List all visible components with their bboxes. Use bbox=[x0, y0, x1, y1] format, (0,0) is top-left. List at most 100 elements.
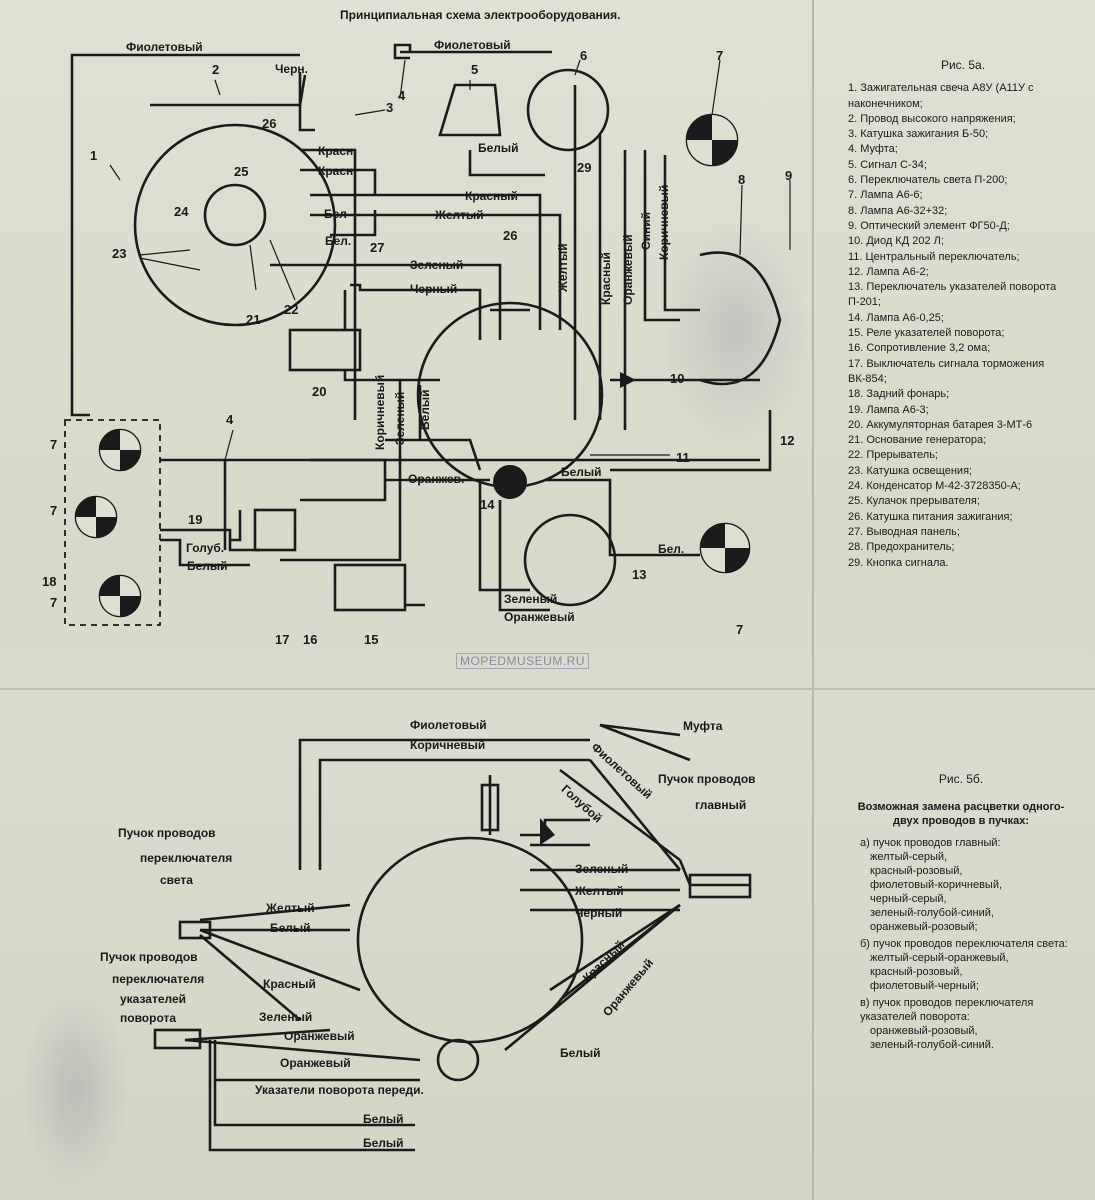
legend-5a-item: 24. Конденсатор М-42-3728350-А; bbox=[848, 480, 1021, 493]
label-yellow-r: Желтый bbox=[575, 884, 624, 898]
label-white-bel: Бел. bbox=[658, 542, 685, 556]
legend-5a-item: 17. Выключатель сигнала торможения ВК-85… bbox=[848, 357, 1045, 385]
legend-5b-pair: оранжевый-розовый; bbox=[870, 921, 978, 933]
legend-5a-item: 13. Переключатель указателей поворота П-… bbox=[848, 281, 1057, 309]
wire-red-full bbox=[310, 193, 542, 330]
num-4: 4 bbox=[398, 88, 406, 103]
legend-5a-list: 1. Зажигательная свеча А8У (А11У с након… bbox=[848, 81, 1078, 571]
legend-5a-item: 2. Провод высокого напряжения; bbox=[848, 112, 1016, 125]
legend-5a-item: 8. Лампа А6-32+32; bbox=[848, 204, 948, 217]
num-14: 14 bbox=[480, 497, 495, 512]
num-21: 21 bbox=[246, 312, 261, 327]
num-4b: 4 bbox=[226, 412, 234, 427]
legend-5a-item: 15. Реле указателей поворота; bbox=[848, 327, 1005, 340]
legend-5a-item: 4. Муфта; bbox=[848, 143, 898, 156]
num-26b: 26 bbox=[503, 228, 518, 243]
label-green-r: Зеленый bbox=[575, 862, 629, 876]
horn bbox=[438, 83, 502, 137]
turn-relay bbox=[333, 563, 407, 612]
label-red-1: Красн bbox=[318, 144, 354, 158]
num-10: 10 bbox=[670, 371, 685, 386]
wire-black bbox=[298, 72, 315, 132]
legend-5a-heading: Рис. 5а. bbox=[940, 58, 986, 72]
label-white-l2: Белый bbox=[363, 1112, 404, 1126]
label-turn-bundle-1: Пучок проводов bbox=[100, 950, 198, 964]
num-9: 9 bbox=[785, 168, 793, 183]
num-22: 22 bbox=[284, 302, 299, 317]
num-29: 29 bbox=[577, 160, 592, 175]
wire-violet-left bbox=[70, 53, 300, 417]
label-blue-v: Синий bbox=[639, 211, 653, 250]
legend-5a-item: 11. Центральный переключатель; bbox=[848, 250, 1020, 263]
label-white-r: Белый bbox=[560, 1046, 601, 1060]
num-12: 12 bbox=[780, 433, 795, 448]
label-turn-bundle-4: поворота bbox=[120, 1011, 177, 1025]
label-mufta: Муфта bbox=[683, 719, 723, 733]
num-26a: 26 bbox=[262, 116, 277, 131]
legend-5b-subtitle: Возможная замена расцветки одного-двух п… bbox=[857, 801, 1065, 827]
legend-5b-pair: оранжевый-розовый, bbox=[870, 1025, 978, 1037]
legend-5a-item: 3. Катушка зажигания Б-50; bbox=[848, 128, 989, 141]
legend-5b-group-a: желтый-серый,красный-розовый,фиолетовый-… bbox=[846, 850, 1076, 934]
legend-5b-pair: зеленый-голубой-синий, bbox=[870, 907, 994, 919]
legend-5b-group-a-title: а) пучок проводов главный: bbox=[860, 837, 1001, 849]
generator-base bbox=[133, 123, 337, 327]
num-11: 11 bbox=[676, 450, 690, 465]
label-red-full: Красный bbox=[465, 189, 518, 203]
label-orange-v: Оранжевый bbox=[621, 234, 635, 305]
legend-5a-item: 23. Катушка освещения; bbox=[848, 464, 973, 477]
label-orange-l2: Оранжевый bbox=[280, 1056, 351, 1070]
num-7: 7 bbox=[716, 48, 724, 63]
legend-5b-group-c: оранжевый-розовый,зеленый-голубой-синий. bbox=[846, 1024, 1076, 1052]
label-green-bottom: Зеленый bbox=[504, 592, 558, 606]
label-violet-b: Фиолетовый bbox=[410, 718, 487, 732]
legend-5b-pair: желтый-серый-оранжевый, bbox=[870, 952, 1009, 964]
legend-5a-item: 12. Лампа А6-2; bbox=[848, 265, 929, 278]
num-18: 18 bbox=[42, 574, 57, 589]
legend-5a-item: 6. Переключатель света П-200; bbox=[848, 174, 1008, 187]
legend-5b-pair: красный-розовый, bbox=[870, 966, 963, 978]
label-yellow-l: Желтый bbox=[266, 901, 315, 915]
num-6: 6 bbox=[580, 48, 588, 63]
label-white-short: Бел bbox=[324, 207, 347, 221]
diagram-title: Принципиальная схема электрооборудования… bbox=[340, 8, 621, 22]
legend-5a-item: 5. Сигнал С-34; bbox=[848, 158, 927, 171]
legend-5a-item: 20. Аккумуляторная батарея 3-МТ-6 bbox=[848, 418, 1033, 431]
legend-5a-item: 16. Сопротивление 3,2 ома; bbox=[848, 342, 991, 355]
legend-5a-item: 21. Основание генератора; bbox=[848, 434, 987, 447]
wire-hv bbox=[150, 74, 307, 107]
num-2: 2 bbox=[212, 62, 220, 77]
label-violet-top: Фиолетовый bbox=[434, 38, 511, 52]
paper-fold-horizontal bbox=[0, 688, 1095, 690]
num-3: 3 bbox=[386, 100, 394, 115]
legend-5a-item: 26. Катушка питания зажигания; bbox=[848, 510, 1013, 523]
legend-5a-item: 1. Зажигательная свеча А8У (А11У с након… bbox=[848, 82, 1034, 110]
num-27: 27 bbox=[370, 240, 385, 255]
num-8: 8 bbox=[738, 172, 746, 187]
stain bbox=[20, 990, 130, 1190]
label-white-mid: Белый bbox=[561, 465, 602, 479]
legend-5b-pair: черный-серый, bbox=[870, 893, 947, 905]
legend-5a-item: 28. Предохранитель; bbox=[848, 541, 955, 554]
label-yellow-v: Желтый bbox=[556, 243, 570, 292]
label-main-bundle-2: главный bbox=[695, 798, 747, 812]
num-24: 24 bbox=[174, 204, 189, 219]
num-7a: 7 bbox=[50, 437, 58, 452]
label-white-low: Белый bbox=[187, 559, 228, 573]
num-17: 17 bbox=[275, 632, 290, 647]
legend-5a-item: 10. Диод КД 202 Л; bbox=[848, 235, 944, 248]
label-red-v: Красный bbox=[599, 252, 613, 305]
num-13: 13 bbox=[632, 567, 647, 582]
muff-top bbox=[393, 43, 412, 60]
wire-violet-b bbox=[298, 738, 590, 870]
legend-5a-item: 25. Кулачок прерывателя; bbox=[848, 495, 980, 508]
legend-5a-item: 14. Лампа А6-0,25; bbox=[848, 311, 944, 324]
legend-5a-item: 18. Задний фонарь; bbox=[848, 388, 950, 401]
legend-5a-item: 22. Прерыватель; bbox=[848, 449, 938, 462]
num-20: 20 bbox=[312, 384, 327, 399]
legend-5a-item: 19. Лампа А6-3; bbox=[848, 403, 929, 416]
legend-5a-item: 7. Лампа А6-6; bbox=[848, 189, 923, 202]
label-orange-mid: Оранжев. bbox=[408, 472, 465, 486]
label-yellow-full: Желтый bbox=[435, 208, 484, 222]
num-25: 25 bbox=[234, 164, 249, 179]
